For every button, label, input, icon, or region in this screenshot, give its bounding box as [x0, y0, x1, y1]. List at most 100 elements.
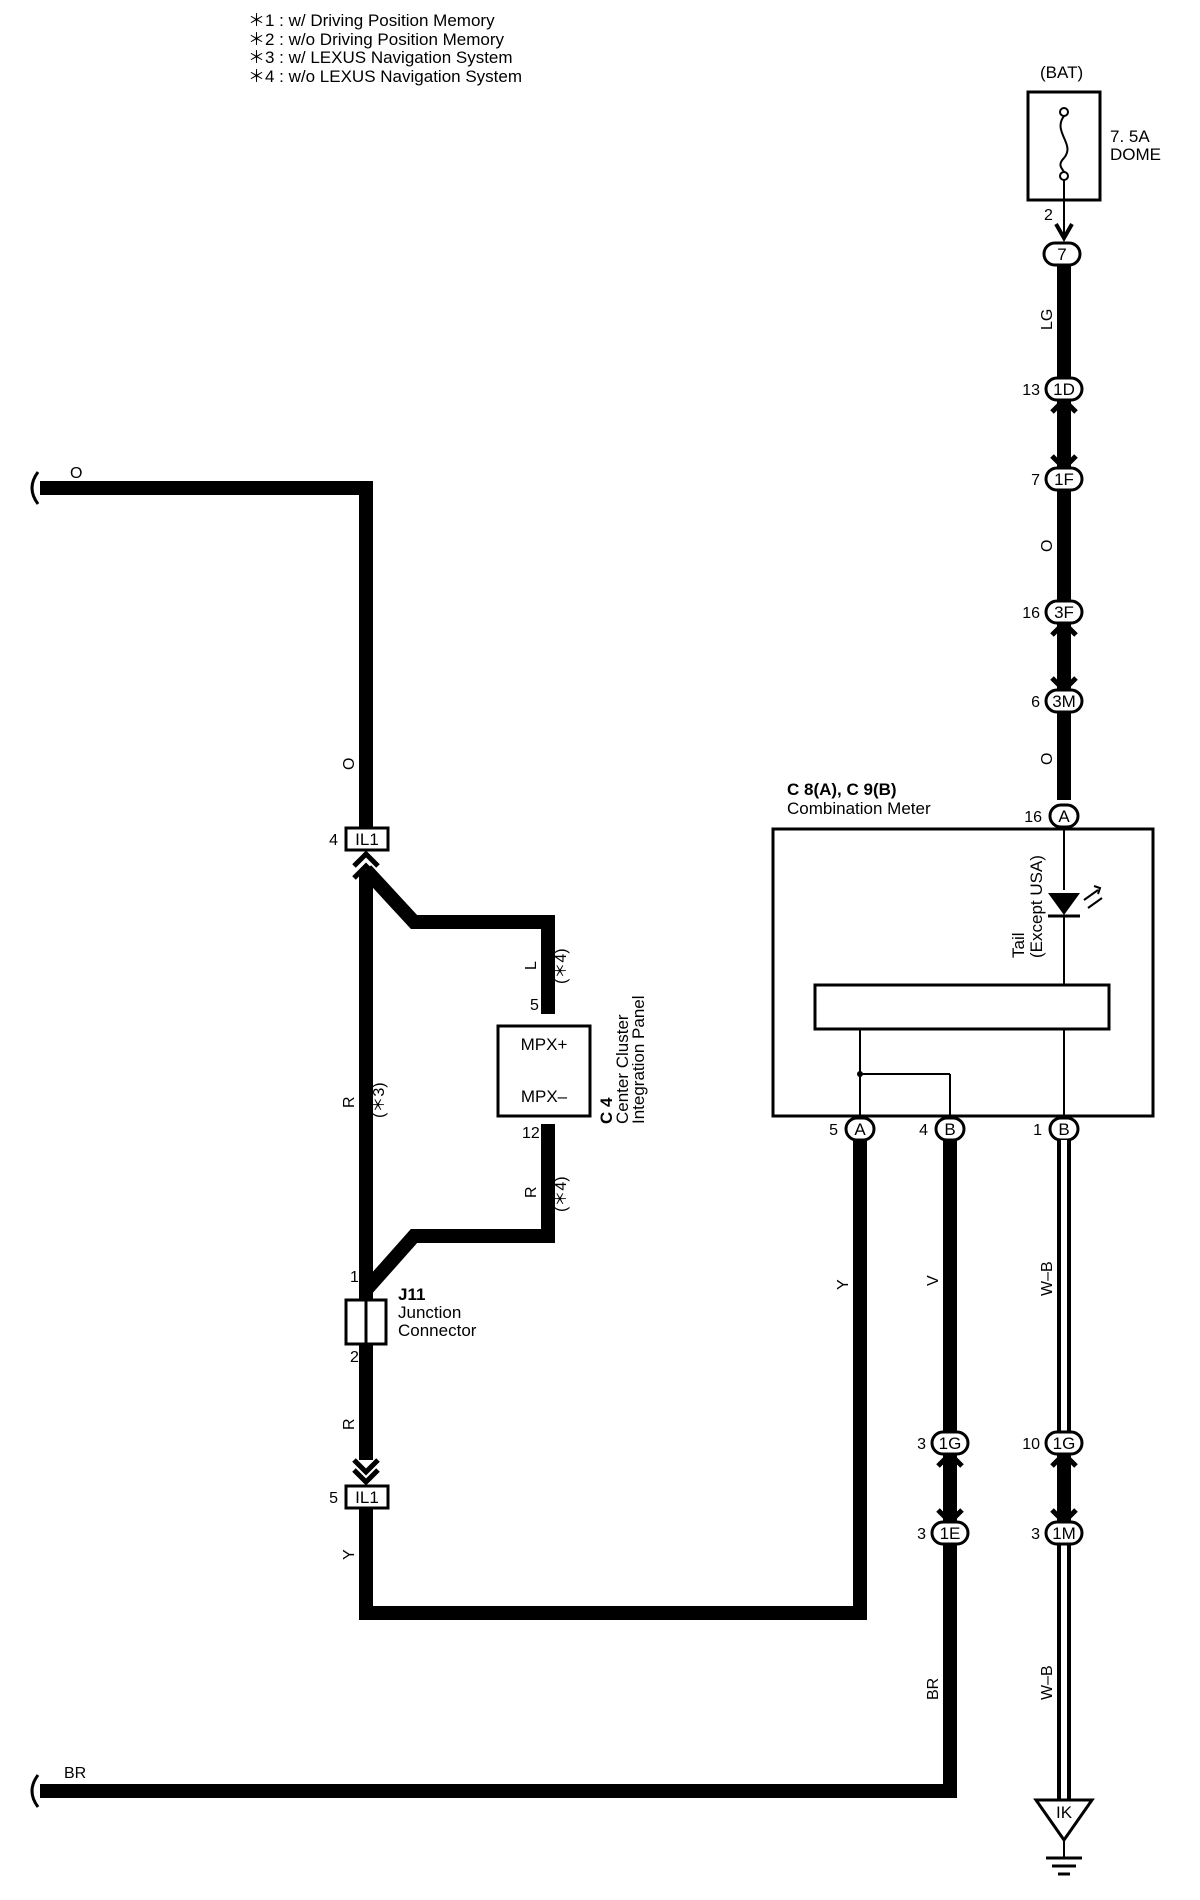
- meter-connector-b4: B 4: [919, 1116, 966, 1142]
- wire-label-y-left: Y: [341, 1549, 358, 1560]
- wire-label-o-vertical: O: [341, 758, 358, 770]
- panel-pin-bottom: 12: [522, 1125, 540, 1142]
- svg-text:A: A: [854, 1120, 866, 1139]
- svg-text:3M: 3M: [1052, 692, 1076, 711]
- wire-r-main: R (＊3): [341, 850, 388, 1290]
- condition-c4-upper: (＊4): [553, 948, 570, 984]
- junction-name-1: Junction: [398, 1303, 461, 1322]
- legend-note-2: ＊2 : w/o Driving Position Memory: [248, 30, 505, 49]
- svg-text:3F: 3F: [1054, 603, 1074, 622]
- junction-pin-bottom: 2: [350, 1349, 359, 1366]
- condition-c3: (＊3): [371, 1082, 388, 1118]
- meter-connector-a16: A 16: [1024, 803, 1080, 829]
- connector-1d: 1D 13: [1022, 376, 1084, 402]
- svg-text:16: 16: [1024, 809, 1042, 826]
- svg-text:1F: 1F: [1054, 470, 1074, 489]
- panel-name-2: Integration Panel: [629, 995, 648, 1124]
- svg-text:3: 3: [917, 1436, 926, 1453]
- ground-label: IK: [1056, 1803, 1073, 1822]
- center-cluster-panel: 5 MPX+ MPX– 12 C 4 Center Cluster Integr…: [496, 995, 648, 1142]
- wire-wb: W–B W–B: [1039, 1140, 1078, 1800]
- wire-label-o-upper: O: [1039, 540, 1056, 552]
- connector-1m: 1M 3: [1031, 1520, 1084, 1546]
- wire-label-o-left: O: [70, 465, 82, 482]
- svg-text:IL1: IL1: [355, 1488, 379, 1507]
- svg-text:7: 7: [1057, 245, 1066, 264]
- panel-id: C 4: [597, 1097, 616, 1124]
- svg-text:IL1: IL1: [355, 830, 379, 849]
- wire-label-l: L: [523, 961, 540, 970]
- wire-label-v: V: [925, 1275, 942, 1286]
- connector-1f: 1F 7: [1031, 466, 1084, 492]
- connector-1g-left: 1G 3: [917, 1430, 970, 1456]
- wire-label-wb-upper: W–B: [1039, 1261, 1056, 1296]
- wire-label-br-vertical: BR: [925, 1678, 942, 1700]
- svg-text:5: 5: [829, 1122, 838, 1139]
- svg-text:B: B: [1058, 1120, 1069, 1139]
- lamp-label: Tail: [1009, 932, 1028, 958]
- ground-ik: IK: [1033, 1798, 1095, 1876]
- svg-text:3: 3: [917, 1526, 926, 1543]
- junction-name-2: Connector: [398, 1321, 477, 1340]
- svg-text:4: 4: [329, 832, 338, 849]
- svg-text:10: 10: [1022, 1436, 1040, 1453]
- meter-connector-a5: A 5: [829, 1116, 876, 1142]
- meter-name: Combination Meter: [787, 799, 931, 818]
- panel-box: [496, 1024, 592, 1118]
- meter-ic-block: [813, 983, 1111, 1031]
- wire-label-wb-lower: W–B: [1039, 1665, 1056, 1700]
- connector-il1-top: IL1 4: [329, 826, 390, 852]
- pin-3f: 16: [1022, 605, 1040, 622]
- svg-text:4: 4: [919, 1122, 928, 1139]
- pin-1f: 7: [1031, 472, 1040, 489]
- wire-label-o-lower: O: [1039, 753, 1056, 765]
- junction-connector-j11: 1 2 J11 Junction Connector: [344, 1269, 477, 1366]
- fuse-source-label: (BAT): [1040, 63, 1083, 82]
- pin-3m: 6: [1031, 694, 1040, 711]
- led-icon: [1048, 893, 1080, 915]
- panel-name-1: Center Cluster: [613, 1014, 632, 1124]
- wire-mpx-loop: L (＊4) R (＊4): [360, 865, 570, 1295]
- junction-pin-top: 1: [350, 1269, 359, 1286]
- meter-id: C 8(A), C 9(B): [787, 780, 897, 799]
- connector-3m: 3M 6: [1031, 688, 1084, 714]
- svg-text:3: 3: [1031, 1526, 1040, 1543]
- svg-text:A: A: [1058, 807, 1070, 826]
- wire-label-y-right: Y: [835, 1279, 852, 1290]
- lamp-note: (Except USA): [1027, 855, 1046, 958]
- svg-text:1G: 1G: [939, 1434, 962, 1453]
- svg-text:B: B: [944, 1120, 955, 1139]
- meter-box: [771, 827, 1155, 1118]
- condition-c4-lower: (＊4): [553, 1176, 570, 1212]
- svg-text:1D: 1D: [1053, 380, 1075, 399]
- wire-y: Y Y: [341, 1140, 867, 1620]
- svg-text:1G: 1G: [1053, 1434, 1076, 1453]
- fuse-name: DOME: [1110, 145, 1161, 164]
- wire-break-icon: [30, 1774, 40, 1808]
- legend: ＊1 : w/ Driving Position Memory ＊2 : w/o…: [248, 11, 522, 86]
- combination-meter: C 8(A), C 9(B) Combination Meter Tail (E…: [771, 780, 1155, 1118]
- wire-break-icon: [30, 471, 40, 505]
- fuse-dome: (BAT) 7. 5A DOME 2: [1026, 63, 1161, 224]
- legend-note-1: ＊1 : w/ Driving Position Memory: [248, 11, 495, 30]
- pin-1d: 13: [1022, 382, 1040, 399]
- legend-note-4: ＊4 : w/o LEXUS Navigation System: [248, 67, 522, 86]
- panel-pin-top: 5: [530, 997, 539, 1014]
- fuse-pin: 2: [1044, 207, 1053, 224]
- wire-o-left: O O: [30, 465, 373, 828]
- wire-v-br: V BR BR: [30, 1140, 964, 1808]
- connector-1e: 1E 3: [917, 1520, 970, 1546]
- connector-3f: 3F 16: [1022, 599, 1084, 625]
- panel-mpx-minus: MPX–: [521, 1087, 568, 1106]
- wire-label-lg: LG: [1039, 309, 1056, 330]
- meter-connector-b1: B 1: [1033, 1116, 1080, 1142]
- wire-label-br-horizontal: BR: [64, 1765, 86, 1782]
- panel-mpx-plus: MPX+: [521, 1035, 568, 1054]
- wire-label-r-lower: R: [341, 1418, 358, 1430]
- ground-triangle: [1033, 1798, 1095, 1843]
- connector-1g-right: 1G 10: [1022, 1430, 1084, 1456]
- fuse-rating: 7. 5A: [1110, 127, 1150, 146]
- legend-note-3: ＊3 : w/ LEXUS Navigation System: [248, 48, 513, 67]
- svg-text:1E: 1E: [940, 1524, 961, 1543]
